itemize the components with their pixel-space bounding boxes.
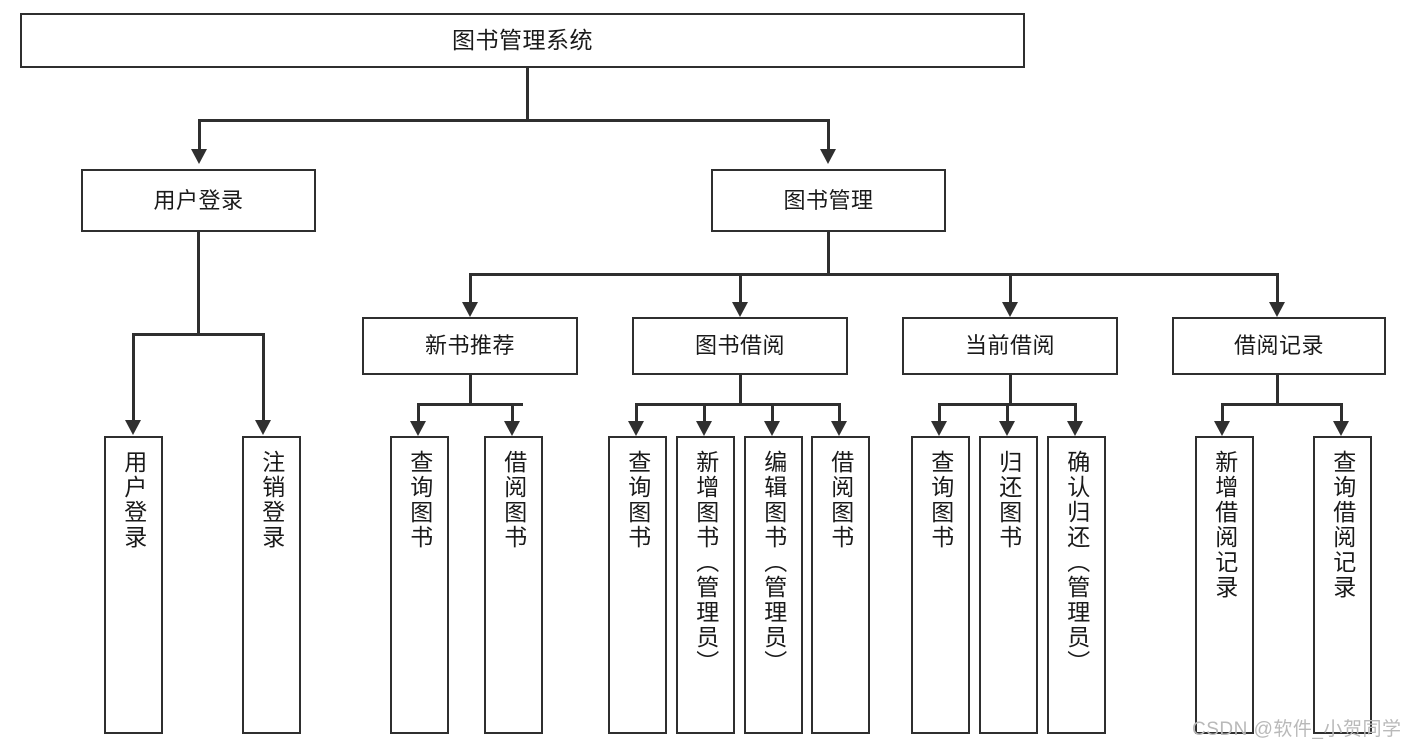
node-label: 新增借阅记录 [1211, 450, 1238, 600]
node-label: 归还图书 [995, 450, 1022, 550]
arrowhead-borrow-to-edit [764, 421, 780, 436]
node-label: 查询图书 [927, 450, 954, 550]
connector-new-book-to-query [417, 403, 420, 421]
connector-book-manage-to-new-book [469, 273, 472, 302]
leaf-record-add-record[interactable]: 新增借阅记录 [1195, 436, 1254, 734]
connector-user-login-stem [197, 232, 200, 336]
connector-root-to-user-login [198, 119, 201, 149]
connector-root-to-book-manage [827, 119, 830, 149]
connector-book-manage-to-current [1009, 273, 1012, 302]
arrowhead-root-to-user-login [191, 149, 207, 164]
node-label: 编辑图书（管理员） [760, 450, 787, 675]
connector-borrow-to-edit [771, 403, 774, 421]
leaf-record-query-record[interactable]: 查询借阅记录 [1313, 436, 1372, 734]
node-label: 查询图书 [406, 450, 433, 550]
connector-current-to-return [1006, 403, 1009, 421]
node-borrow-record[interactable]: 借阅记录 [1172, 317, 1386, 375]
connector-new-book-stem [469, 375, 472, 404]
arrowhead-new-book-to-query [410, 421, 426, 436]
connector-borrow-bus [635, 403, 838, 406]
arrowhead-user-login-to-login [125, 420, 141, 435]
node-label: 新增图书（管理员） [692, 450, 719, 675]
leaf-borrow-add-book-admin[interactable]: 新增图书（管理员） [676, 436, 735, 734]
node-label: 注销登录 [258, 450, 285, 550]
connector-user-login-bus [132, 333, 265, 336]
connector-current-to-query [938, 403, 941, 421]
connector-borrow-stem [739, 375, 742, 404]
arrowhead-record-to-query [1333, 421, 1349, 436]
leaf-newbook-query-book[interactable]: 查询图书 [390, 436, 449, 734]
connector-record-bus [1221, 403, 1343, 406]
connector-book-manage-bus [469, 273, 1279, 276]
arrowhead-book-manage-to-record [1269, 302, 1285, 317]
node-label: 图书管理 [783, 187, 874, 213]
node-label: 当前借阅 [964, 333, 1055, 359]
arrowhead-book-manage-to-borrow [732, 302, 748, 317]
leaf-current-query-book[interactable]: 查询图书 [911, 436, 970, 734]
connector-record-to-add [1221, 403, 1224, 421]
node-user-login[interactable]: 用户登录 [81, 169, 316, 232]
node-current-borrow[interactable]: 当前借阅 [902, 317, 1118, 375]
node-label: 用户登录 [120, 450, 147, 550]
node-book-management[interactable]: 图书管理 [711, 169, 946, 232]
connector-book-manage-to-borrow [739, 273, 742, 302]
arrowhead-borrow-to-query [628, 421, 644, 436]
leaf-user-login[interactable]: 用户登录 [104, 436, 163, 734]
connector-book-manage-to-record [1276, 273, 1279, 302]
node-label: 新书推荐 [424, 333, 515, 359]
node-book-borrow[interactable]: 图书借阅 [632, 317, 848, 375]
node-label: 借阅记录 [1233, 333, 1324, 359]
arrowhead-new-book-to-borrow [504, 421, 520, 436]
leaf-current-return-book[interactable]: 归还图书 [979, 436, 1038, 734]
connector-root-stem [526, 68, 529, 120]
connector-user-login-to-logout [262, 333, 265, 420]
arrowhead-borrow-to-add [696, 421, 712, 436]
leaf-user-logout[interactable]: 注销登录 [242, 436, 301, 734]
node-label: 查询图书 [624, 450, 651, 550]
node-label: 用户登录 [153, 187, 244, 213]
arrowhead-record-to-add [1214, 421, 1230, 436]
connector-borrow-to-query [635, 403, 638, 421]
node-label: 查询借阅记录 [1329, 450, 1356, 600]
connector-new-book-bus [417, 403, 523, 406]
node-label: 确认归还（管理员） [1063, 450, 1090, 675]
arrowhead-book-manage-to-current [1002, 302, 1018, 317]
arrowhead-borrow-to-lend [831, 421, 847, 436]
connector-root-bus [198, 119, 830, 122]
arrowhead-root-to-book-manage [820, 149, 836, 164]
arrowhead-current-to-return [999, 421, 1015, 436]
connector-borrow-to-add [703, 403, 706, 421]
node-label: 借阅图书 [500, 450, 527, 550]
arrowhead-book-manage-to-new-book [462, 302, 478, 317]
connector-book-manage-stem [827, 232, 830, 274]
connector-new-book-to-borrow [511, 403, 514, 421]
node-new-book-recommend[interactable]: 新书推荐 [362, 317, 578, 375]
leaf-current-confirm-return-admin[interactable]: 确认归还（管理员） [1047, 436, 1106, 734]
leaf-borrow-edit-book-admin[interactable]: 编辑图书（管理员） [744, 436, 803, 734]
leaf-borrow-lend-book[interactable]: 借阅图书 [811, 436, 870, 734]
arrowhead-current-to-query [931, 421, 947, 436]
node-label: 图书管理系统 [452, 26, 593, 53]
node-root-system[interactable]: 图书管理系统 [20, 13, 1025, 68]
connector-record-stem [1276, 375, 1279, 404]
leaf-borrow-query-book[interactable]: 查询图书 [608, 436, 667, 734]
leaf-newbook-borrow-book[interactable]: 借阅图书 [484, 436, 543, 734]
connector-current-to-confirm [1074, 403, 1077, 421]
arrowhead-current-to-confirm [1067, 421, 1083, 436]
node-label: 借阅图书 [827, 450, 854, 550]
node-label: 图书借阅 [694, 333, 785, 359]
connector-record-to-query [1340, 403, 1343, 421]
arrowhead-user-login-to-logout [255, 420, 271, 435]
connector-user-login-to-login [132, 333, 135, 420]
connector-current-stem [1009, 375, 1012, 404]
connector-borrow-to-lend [838, 403, 841, 421]
